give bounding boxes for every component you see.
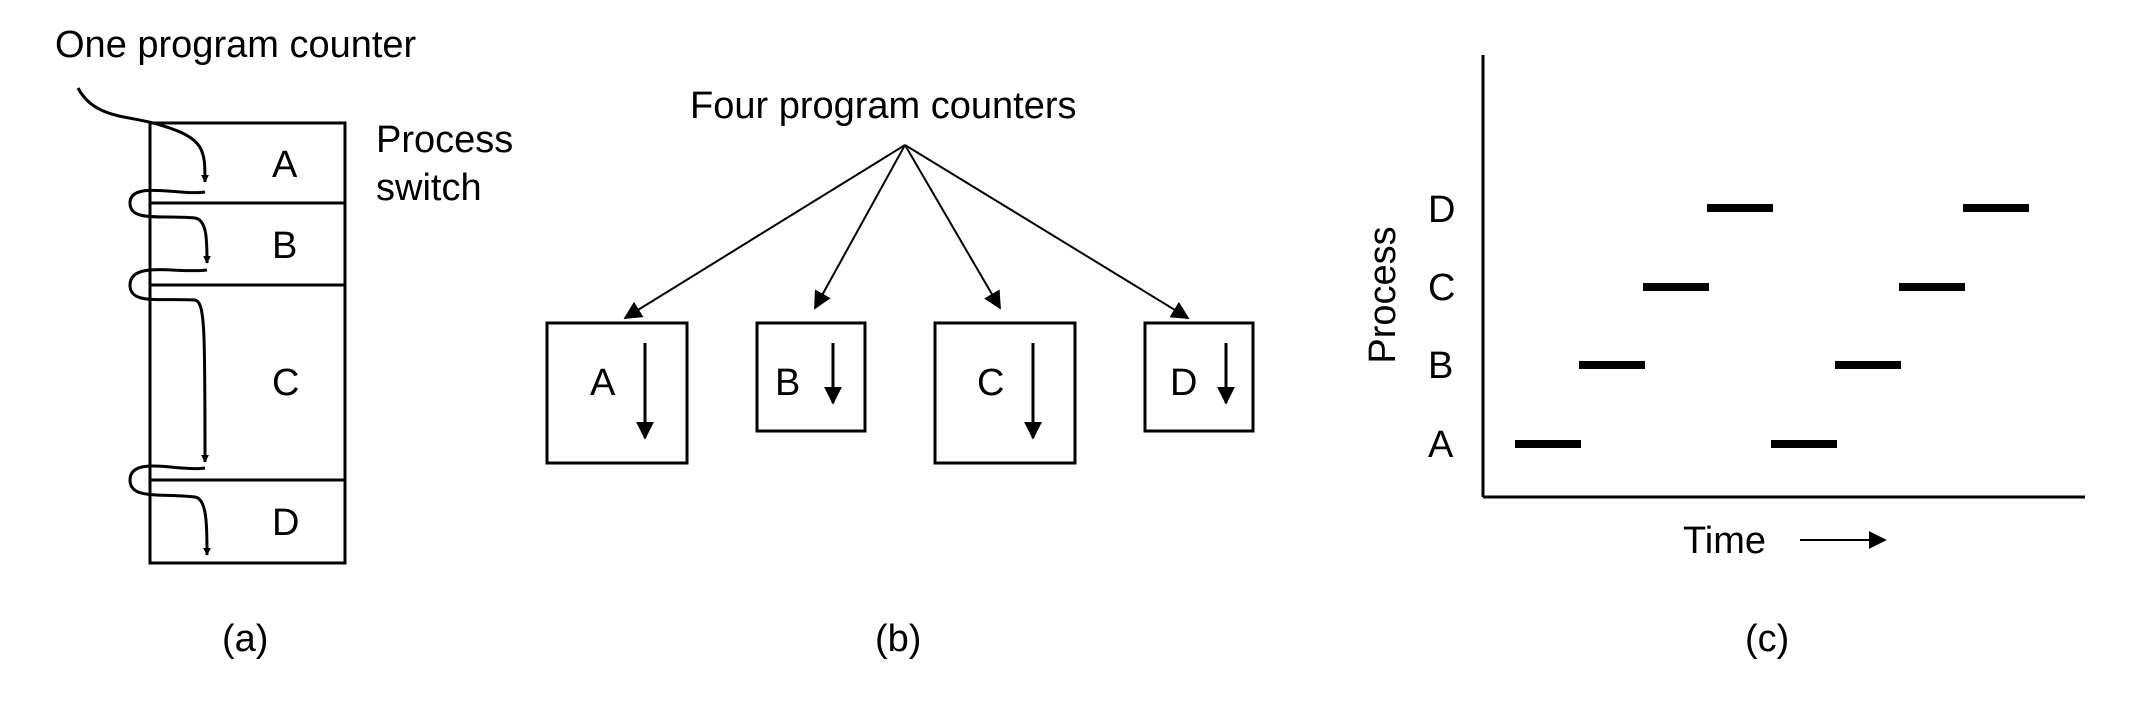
process-box-c-label: C (977, 362, 1004, 404)
caption-c: (c) (1745, 618, 1789, 660)
four-program-counters-label: Four program counters (690, 85, 1077, 127)
process-label-c: C (1428, 267, 1455, 309)
x-axis-label: Time (1683, 520, 1766, 562)
process-box-d-label: D (1170, 362, 1197, 404)
process-box-c (933, 321, 1077, 465)
run-bars (1515, 204, 2029, 448)
segment-c-label: C (272, 362, 299, 404)
panel-b: Four program counters A B C D (b) (545, 85, 1255, 660)
process-switch-label-line2: switch (376, 167, 482, 209)
caption-b: (b) (875, 618, 921, 660)
pc-arrow-d (904, 144, 1190, 319)
process-switch-path-ab (128, 188, 211, 264)
process-box-b (755, 321, 867, 433)
panel-c: Process D C B A Time (c) (1362, 55, 2085, 660)
process-box-d (1143, 321, 1255, 433)
program-counter-path (76, 87, 209, 183)
process-box-a-label: A (590, 362, 616, 404)
memory-column (148, 121, 347, 565)
pc-arrow-a (623, 144, 906, 319)
process-box-b-label: B (775, 362, 800, 404)
process-label-a: A (1428, 424, 1454, 466)
y-axis-label: Process (1362, 226, 1404, 363)
segment-a-label: A (272, 144, 298, 186)
process-switch-path-bc (128, 268, 209, 463)
one-program-counter-label: One program counter (55, 24, 417, 66)
process-switch-path-cd (128, 464, 211, 556)
pc-arrow-b (814, 144, 906, 310)
segment-b-label: B (272, 225, 297, 267)
process-switch-label-line1: Process (376, 119, 513, 161)
segment-d-label: D (272, 502, 299, 544)
process-label-d: D (1428, 189, 1455, 231)
panel-a: One program counter A B C D Process swit… (55, 24, 513, 660)
caption-a: (a) (222, 618, 268, 660)
process-label-b: B (1428, 345, 1453, 387)
process-box-a (545, 321, 689, 465)
pc-arrow-c (904, 144, 1001, 310)
